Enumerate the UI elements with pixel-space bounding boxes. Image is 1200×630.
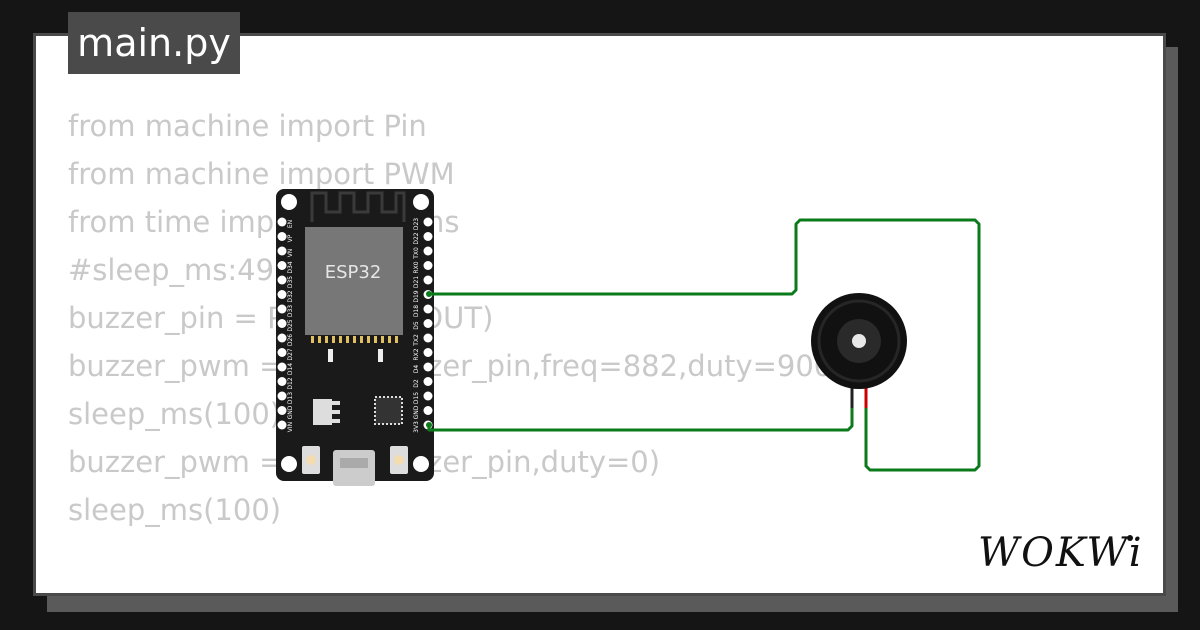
pin-hole[interactable] [423,261,433,270]
pin-label: VIN [287,422,294,432]
pin-label: 3V3 [413,421,420,433]
pin-label: D26 [287,334,294,346]
pin-label: D23 [413,218,420,230]
pin-hole[interactable] [423,275,433,285]
pin-hole[interactable] [277,275,287,285]
code-line: sleep_ms(100) [68,493,282,527]
pin-hole[interactable] [277,304,287,314]
esp32-chip [305,227,403,335]
pin-hole[interactable] [277,391,287,401]
pin-label: TX0 [413,247,420,260]
pin-label: D32 [287,290,294,302]
pin-hole[interactable] [423,348,433,357]
pin-label: D25 [287,319,294,331]
pin-label: VP [287,234,294,242]
pin-hole[interactable] [277,290,287,299]
logo-text: WOKWi [978,530,1144,576]
pin-hole[interactable] [423,319,433,328]
canvas: from machine import Pin from machine imp… [33,33,1166,596]
pin-label: D27 [287,348,294,360]
ground-wire[interactable] [427,398,854,432]
pin-headers [277,217,433,430]
pin-label: D15 [413,392,420,404]
pin-hole[interactable] [423,304,433,314]
pin-hole[interactable] [423,391,433,401]
pin-label: D19 [413,290,420,302]
code-line: from machine import Pin [68,109,427,143]
wokwi-logo[interactable]: WOKWi [978,526,1150,578]
pin-hole[interactable] [277,246,287,256]
pin-hole[interactable] [277,406,287,415]
pin-label: D5 [413,321,420,330]
piezo-buzzer-icon[interactable] [811,293,907,408]
pin-label: D21 [413,276,420,288]
code-line: #sleep_ms:49 [68,253,275,287]
pin-label: D34 [287,261,294,273]
code-line: buzzer_pwm = PWM(buzzer_pin,freq=882,dut… [68,582,844,593]
pin-hole[interactable] [277,319,287,328]
pin-hole[interactable] [423,232,433,241]
pin-label: TX2 [413,334,420,347]
pin-hole[interactable] [277,348,287,357]
pin-hole[interactable] [423,406,433,415]
mounting-hole-icon [281,194,297,210]
mounting-hole-icon [413,194,429,210]
pin-hole[interactable] [423,377,433,386]
pin-hole[interactable] [423,217,433,227]
pin-hole[interactable] [277,217,287,227]
pin-label: VN [287,249,294,258]
code-line: from machine import PWM [68,157,455,191]
pin-label: GND [287,405,294,419]
pin-hole[interactable] [277,362,287,372]
pin-label: D22 [413,232,420,244]
pin-label: GND [413,405,420,419]
code-line: sleep_ms(100) [68,397,282,431]
pin-hole[interactable] [423,362,433,372]
pin-label: RX0 [413,261,420,273]
chip-label: ESP32 [325,262,382,283]
pin-label: D14 [287,363,294,375]
antenna-trace [310,191,406,222]
signal-wire[interactable] [429,218,981,472]
mounting-hole-icon [413,456,429,472]
pin-hole[interactable] [277,420,287,430]
mounting-hole-icon [281,456,297,472]
code-listing: from machine import Pin from machine imp… [68,102,844,593]
pin-label: RX2 [413,348,420,360]
file-tab[interactable]: main.py [68,12,240,74]
pin-label: D35 [287,276,294,288]
pin-label: D33 [287,305,294,317]
pin-hole[interactable] [277,377,287,386]
pin-hole[interactable] [277,333,287,343]
pin-hole[interactable] [277,232,287,241]
pin-label: D2 [413,379,420,388]
pin-label: D12 [287,377,294,389]
pin-hole[interactable] [277,261,287,270]
usb-serial-chip [374,396,403,425]
pin-label: D18 [413,305,420,317]
pin-hole[interactable] [423,246,433,256]
pin-label: EN [287,220,294,228]
pin-label: D13 [287,392,294,404]
pin-labels: ENVPVND34D35D32D33D25D26D27D14D12D13GNDV… [287,218,420,433]
voltage-regulator [313,399,332,425]
pin-hole[interactable] [423,333,433,343]
pin-label: D4 [413,365,420,374]
